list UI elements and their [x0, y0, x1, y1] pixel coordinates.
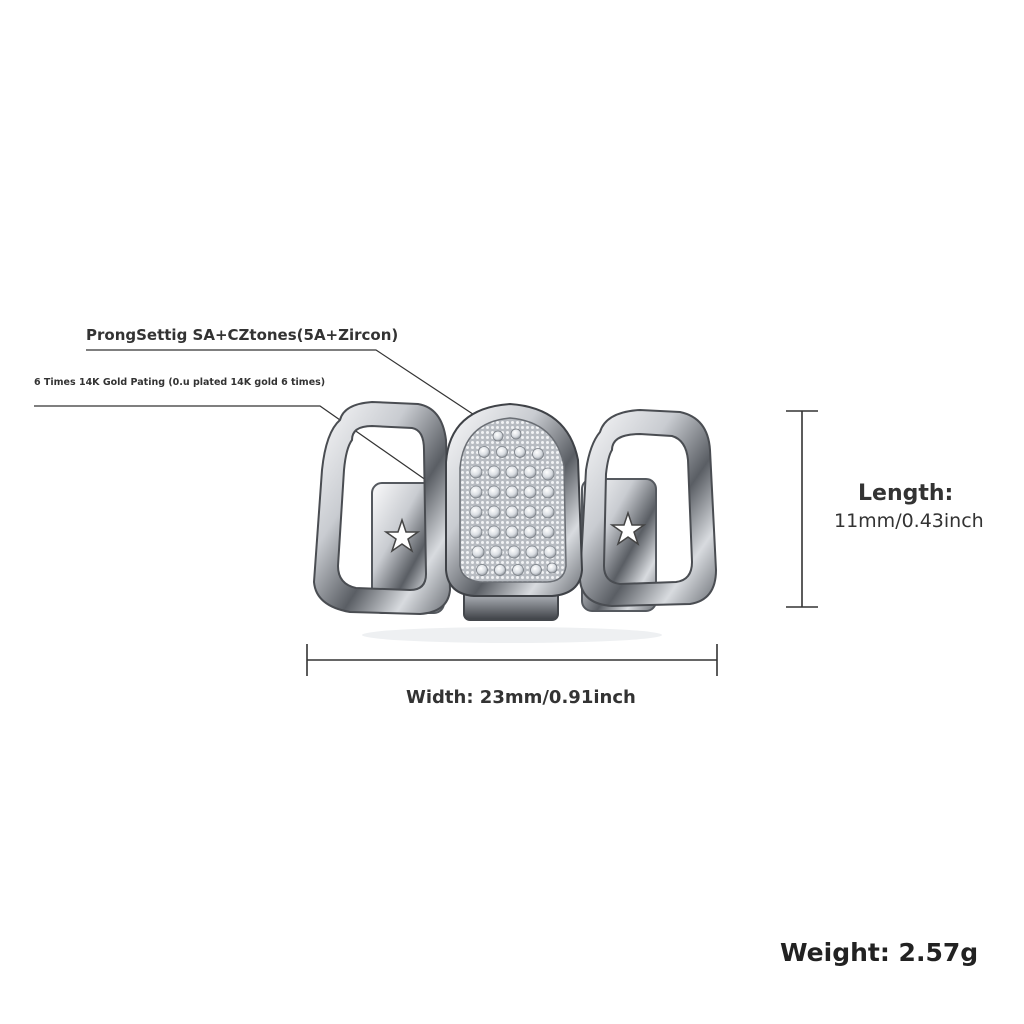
plating-label: 6 Times 14K Gold Pating (0.u plated 14K …	[34, 377, 326, 388]
length-dimension-bar	[786, 410, 818, 608]
length-value: 11mm/0.43inch	[834, 510, 984, 532]
length-title: Length:	[858, 481, 954, 506]
floor-reflection	[362, 627, 662, 643]
zircon-stones	[469, 428, 558, 576]
stone-setting-label: ProngSettig SA+CZtones(5A+Zircon)	[86, 326, 399, 344]
star-cutout-icon	[383, 517, 421, 553]
grill-tooth-frame-right	[578, 408, 718, 608]
grill-tooth-frame-left	[312, 400, 452, 616]
weight-label: Weight: 2.57g	[780, 938, 979, 967]
grill-center-tooth	[445, 402, 584, 597]
width-dimension-bar	[306, 644, 718, 676]
width-label: Width: 23mm/0.91inch	[406, 687, 636, 708]
star-cutout-icon	[609, 510, 647, 546]
